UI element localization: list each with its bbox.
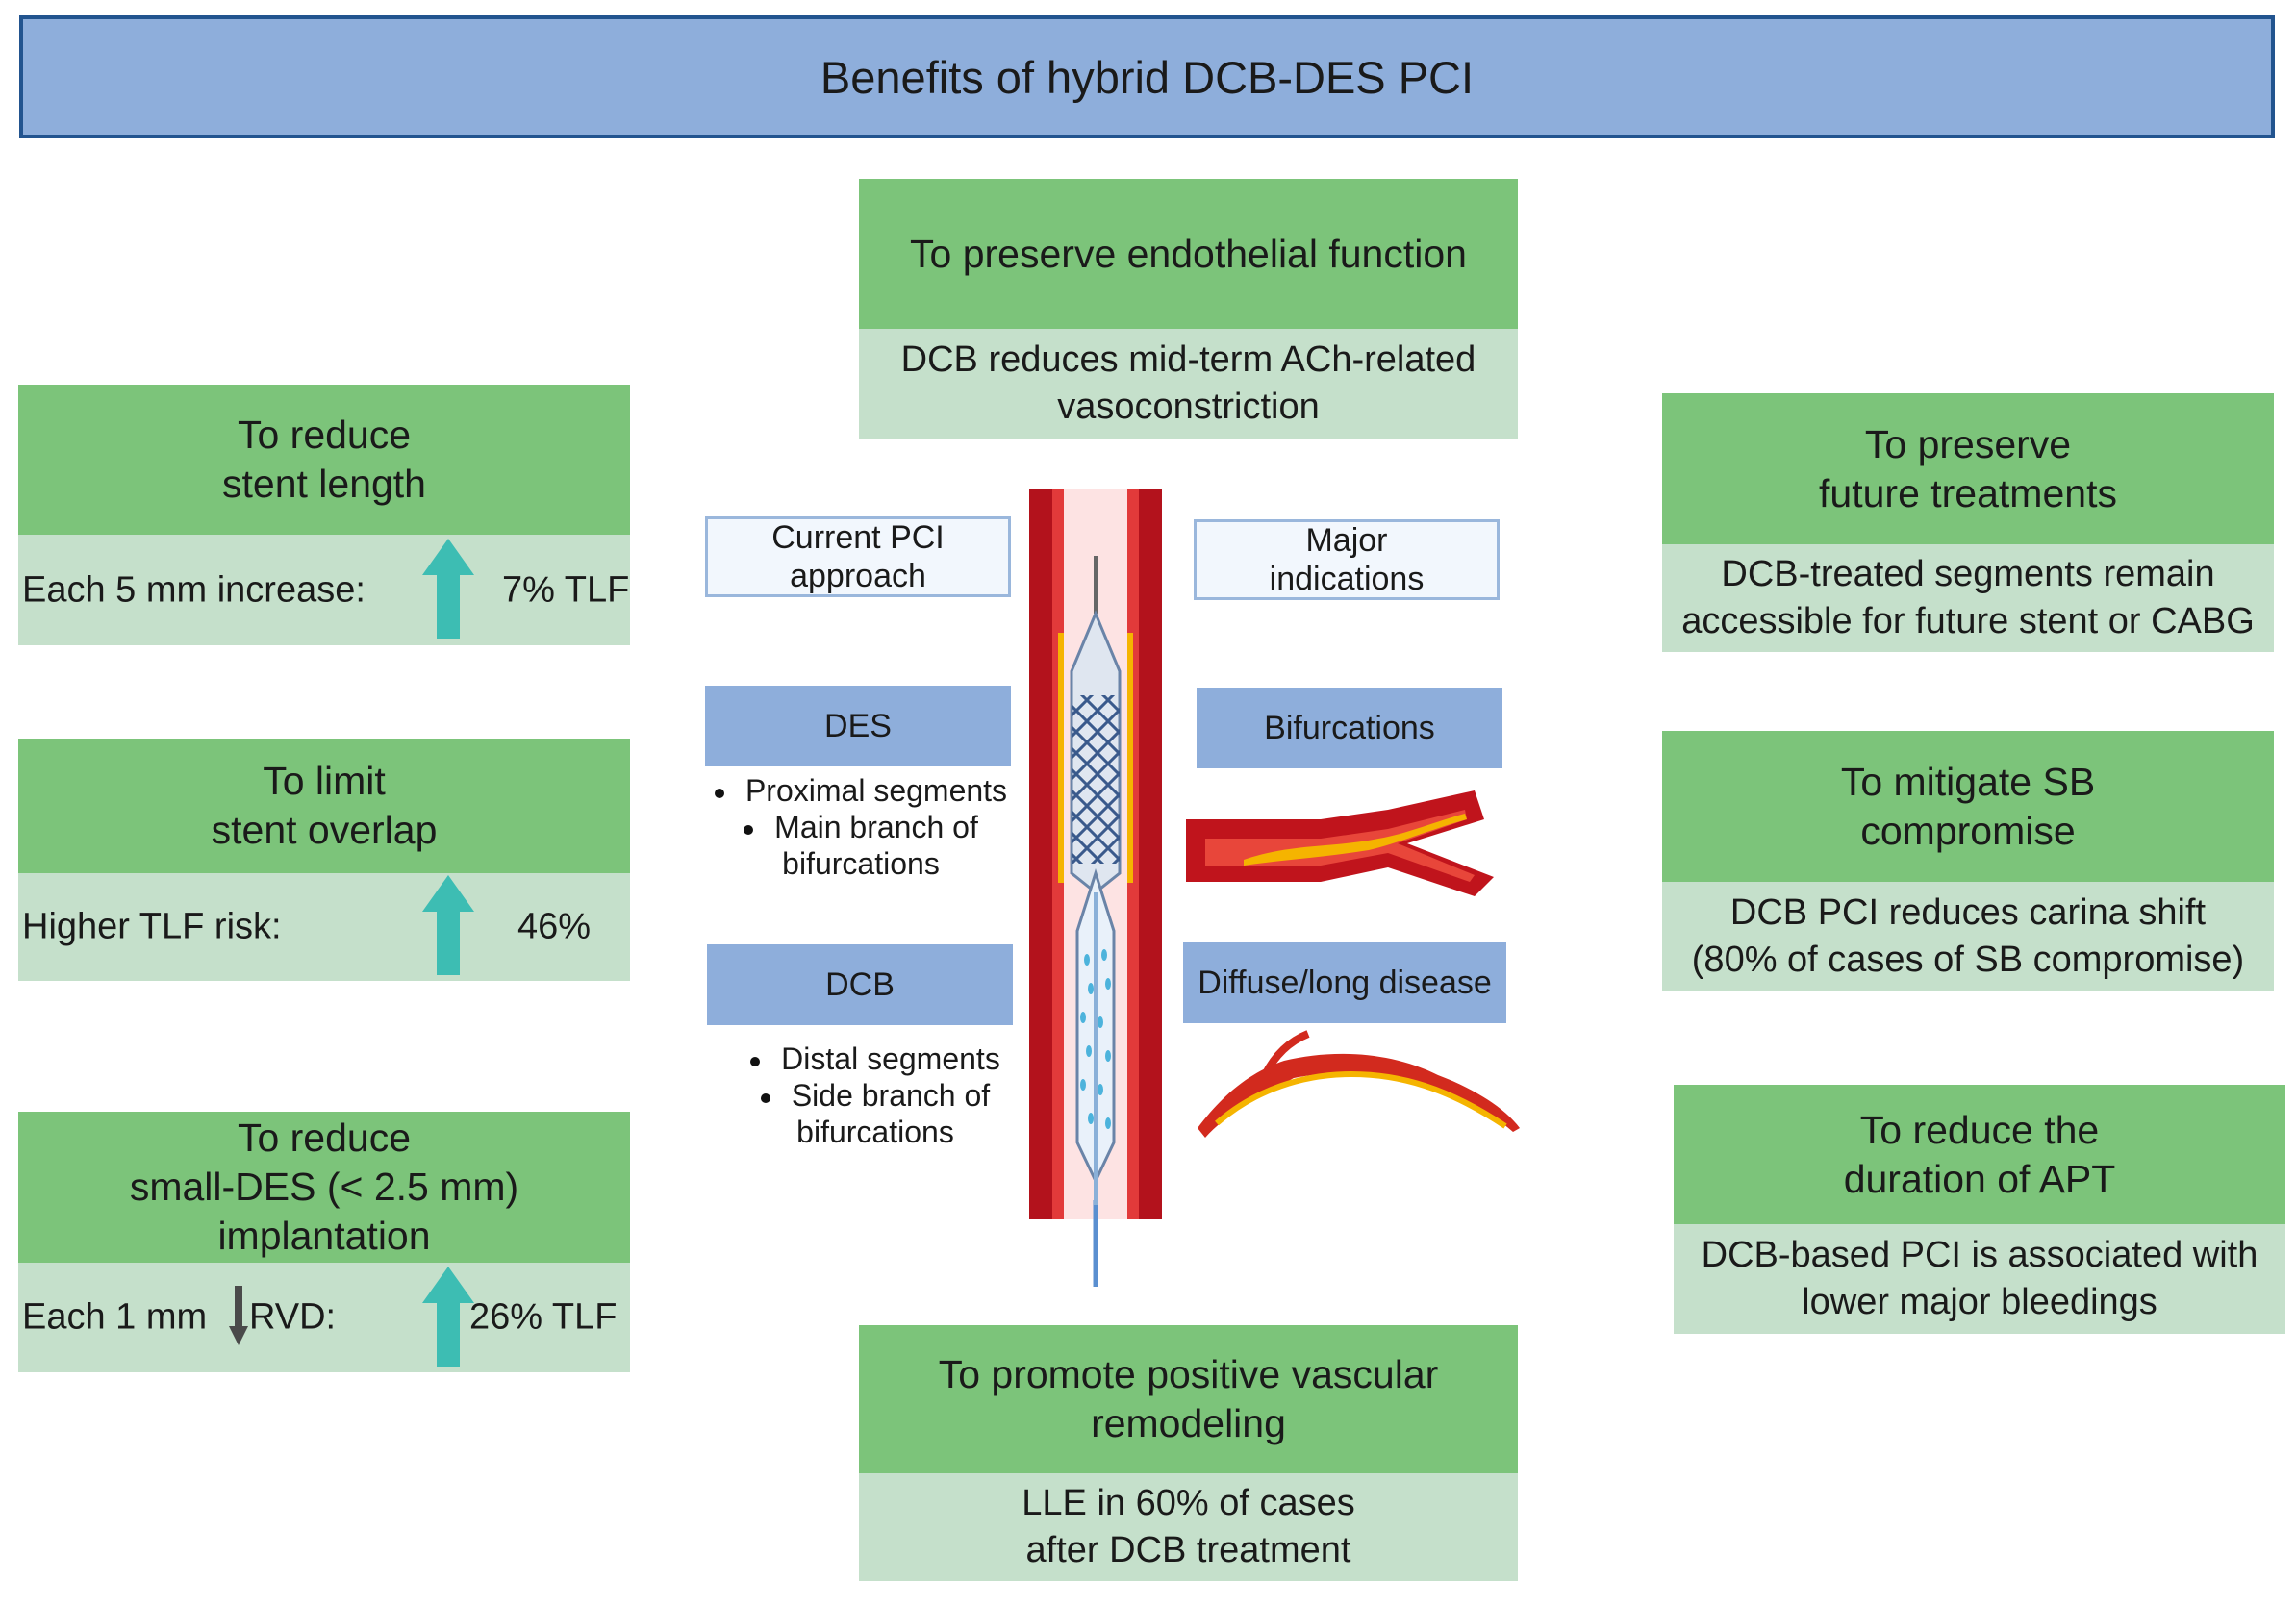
current-pci-box: Current PCI approach [705,516,1011,597]
card-body: DCB-treated segments remain accessible f… [1662,544,2274,652]
stent-overlap-card: To limit stent overlap Higher TLF risk: … [18,739,630,981]
des-box: DES [705,686,1011,766]
metric-value: 46% [517,906,592,947]
card-heading: To reduce stent length [18,385,630,535]
card-heading: To preserve future treatments [1662,393,2274,544]
future-treatments-card: To preserve future treatments DCB-treate… [1662,393,2274,652]
down-arrow-icon [229,1286,248,1345]
dcb-box: DCB [707,944,1013,1025]
metric-label: Higher TLF risk: [22,906,282,947]
card-heading: To promote positive vascular remodeling [859,1325,1518,1473]
card-heading: To preserve endothelial function [859,179,1518,329]
card-body: DCB PCI reduces carina shift (80% of cas… [1662,882,2274,991]
card-heading: To mitigate SB compromise [1662,731,2274,882]
card-metric: Each 5 mm increase: 7% TLF [18,535,630,645]
card-heading: To limit stent overlap [18,739,630,873]
stent-length-card: To reduce stent length Each 5 mm increas… [18,385,630,645]
metric-value: 7% TLF [502,569,630,610]
bifurcation-vessel-icon [1186,790,1494,896]
list-item: Distal segments [707,1041,1044,1077]
metric-value: 26% TLF [469,1296,618,1338]
up-arrow-icon [422,1267,474,1367]
des-indications-list: Proximal segments Main branch of bifurca… [693,772,1029,882]
card-metric: Higher TLF risk: 46% [18,873,630,981]
list-item: Main branch of bifurcations [693,809,1029,882]
page-title: Benefits of hybrid DCB-DES PCI [19,15,2275,138]
metric-label: Each 1 mm [22,1296,208,1338]
card-body: DCB-based PCI is associated with lower m… [1674,1224,2285,1334]
vascular-remodeling-card: To promote positive vascular remodeling … [859,1325,1518,1581]
diffuse-disease-box: Diffuse/long disease [1183,942,1506,1023]
up-arrow-icon [422,539,474,639]
small-des-card: To reduce small-DES (< 2.5 mm) implantat… [18,1112,630,1372]
list-item: Side branch of bifurcations [707,1077,1044,1150]
card-heading: To reduce small-DES (< 2.5 mm) implantat… [18,1112,630,1263]
list-item: Proximal segments [693,772,1029,809]
vessel-illustration [1029,489,1162,1287]
metric-label: Each 5 mm increase: [22,569,366,610]
major-indications-box: Major indications [1194,519,1500,600]
diffuse-disease-vessel-icon [1198,1030,1520,1138]
card-body: LLE in 60% of cases after DCB treatment [859,1473,1518,1581]
dcb-indications-list: Distal segments Side branch of bifurcati… [707,1041,1044,1150]
metric-label-suffix: RVD: [249,1296,337,1338]
bifurcations-box: Bifurcations [1197,688,1502,768]
card-body: DCB reduces mid-term ACh-related vasocon… [859,329,1518,439]
endothelial-function-card: To preserve endothelial function DCB red… [859,179,1518,439]
card-metric: Each 1 mm RVD: 26% TLF [18,1263,630,1372]
apt-duration-card: To reduce the duration of APT DCB-based … [1674,1085,2285,1334]
sb-compromise-card: To mitigate SB compromise DCB PCI reduce… [1662,731,2274,991]
card-heading: To reduce the duration of APT [1674,1085,2285,1224]
up-arrow-icon [422,875,474,975]
